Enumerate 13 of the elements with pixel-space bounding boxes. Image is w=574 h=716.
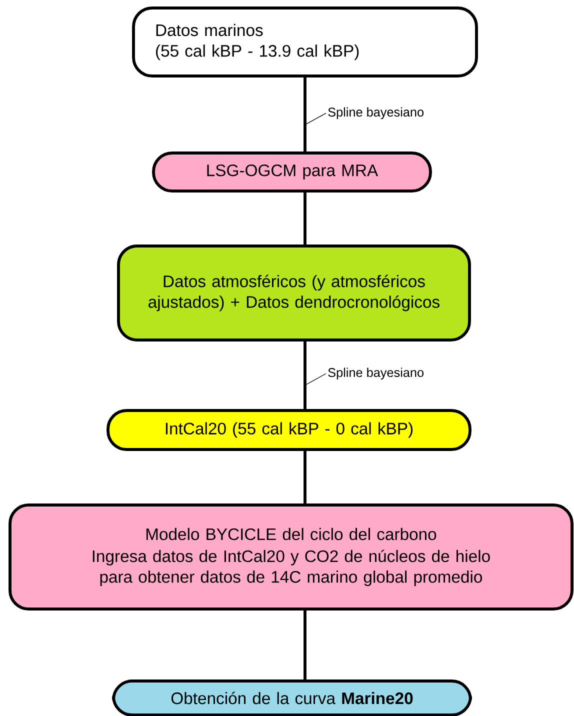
process-box: Datos atmosféricos (y atmosféricos ajustados) + Datos dendrocronológicos (117, 244, 471, 342)
connector-line (304, 610, 306, 680)
connector-line (304, 450, 306, 504)
process-box: Obtención de la curva Marine20 (112, 680, 472, 716)
connector-line (304, 192, 306, 245)
edge-label: Spline bayesiano (328, 107, 424, 120)
connector-line (304, 77, 306, 152)
process-box: Datos marinos (55 cal kBP - 13.9 cal kBP) (132, 6, 478, 78)
process-box: Modelo BYCICLE del ciclo del carbono Ingresa datos de IntCal20 y CO2 de núcleos de hielo para obtener datos de 14C marino global promedio (8, 504, 574, 610)
process-box: LSG-OGCM para MRA (152, 152, 432, 192)
process-box: IntCal20 (55 cal kBP - 0 cal kBP) (106, 409, 472, 451)
connector-line (304, 341, 306, 410)
edge-label: Spline bayesiano (328, 368, 424, 380)
